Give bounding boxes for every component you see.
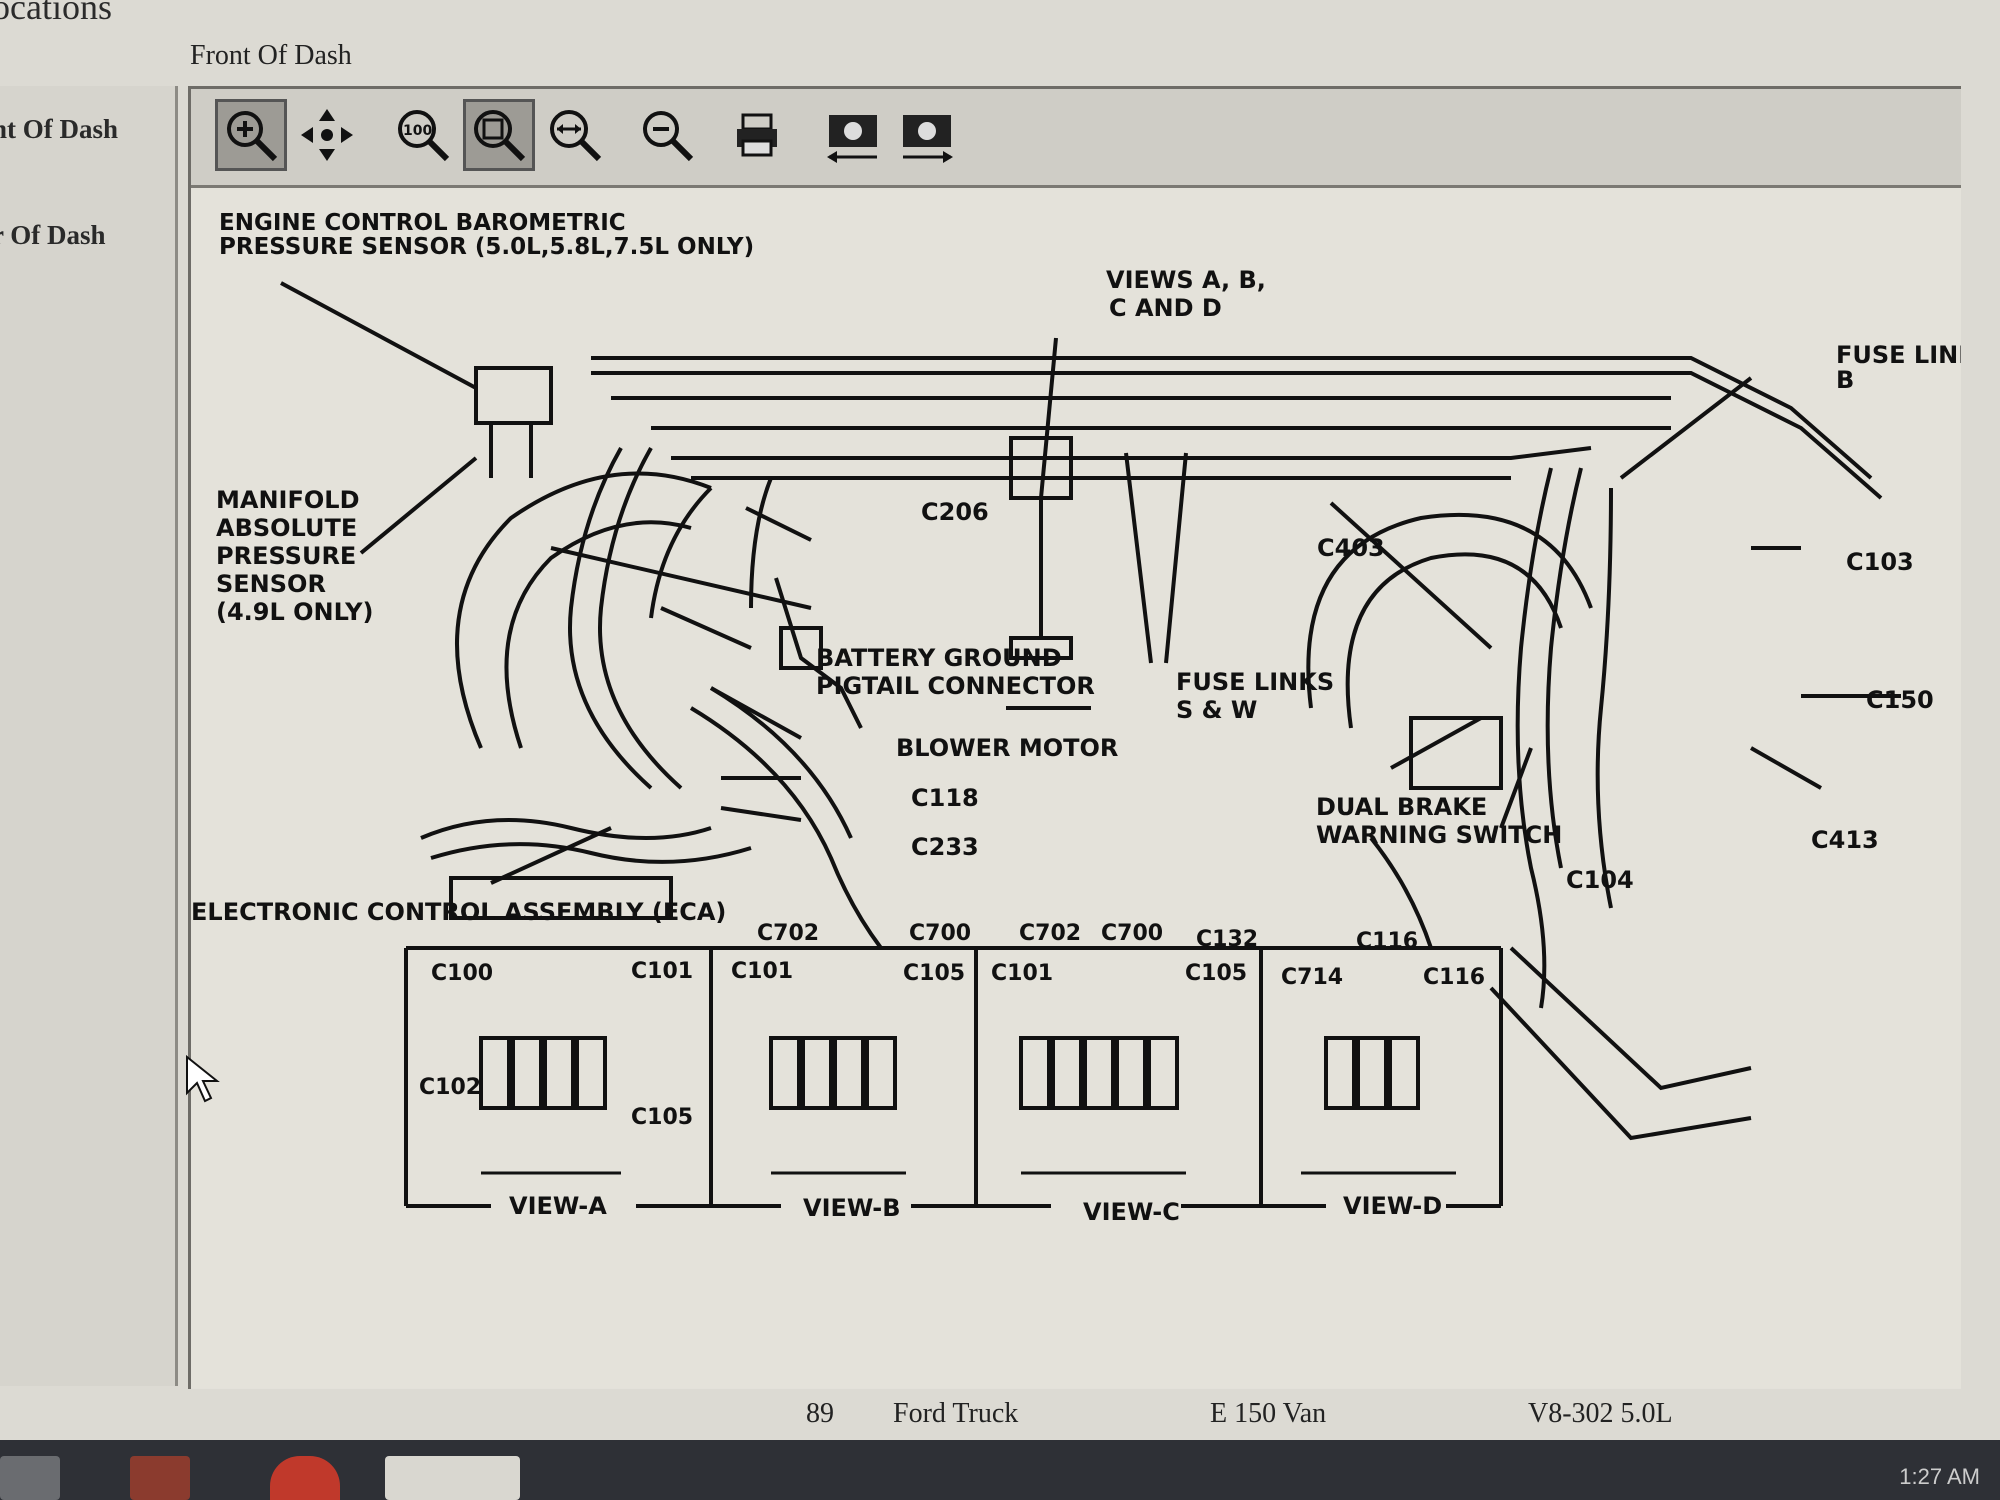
mouse-pointer-icon [186,1055,220,1103]
zoom-fit-icon [474,110,526,162]
label-fuse-links-1: FUSE LINKS [1176,668,1334,696]
zoom-width-button[interactable] [539,99,611,171]
status-make: Ford Truck [893,1398,1019,1429]
view-c-label-c700: C700 [1101,921,1163,946]
view-a-label-c101: C101 [631,959,693,984]
label-c403: C403 [1317,534,1385,562]
label-barometric-line1: ENGINE CONTROL BAROMETRIC [219,210,626,236]
label-views-line1: VIEWS A, B, [1106,266,1266,294]
zoom-in-button[interactable] [215,99,287,171]
view-d-label-c116-top: C116 [1356,929,1418,954]
view-a-title: VIEW-A [509,1192,607,1220]
taskbar-button-2[interactable] [130,1456,190,1500]
previous-image-icon [827,115,877,163]
label-battery-ground-1: BATTERY GROUND [816,644,1062,672]
label-c118: C118 [911,784,979,812]
application-window: ocations Front Of Dash nt Of Dash r Of D… [0,0,2000,1440]
label-map-sensor-1: MANIFOLD [216,486,359,514]
view-b-label-c702: C702 [757,921,819,946]
label-fuse-link-b-line1: FUSE LINK [1836,341,1961,369]
view-b-title: VIEW-B [803,1194,901,1222]
sidebar-item-front-of-dash[interactable]: nt Of Dash [0,114,119,144]
label-map-sensor-4: SENSOR [216,570,326,598]
view-a-label-c102: C102 [419,1075,481,1100]
status-page-number: 89 [806,1398,834,1429]
status-model: E 150 Van [1210,1398,1327,1429]
view-c-label-c105: C105 [1185,961,1247,986]
view-d-label-c116: C116 [1423,965,1485,990]
view-c-label-c101: C101 [991,961,1053,986]
view-b-label-c105: C105 [903,961,965,986]
label-dual-brake-2: WARNING SWITCH [1316,821,1562,849]
pan-button[interactable] [291,99,363,171]
taskbar: 1:27 AM [0,1440,2000,1500]
label-map-sensor-2: ABSOLUTE [216,514,357,542]
previous-image-button[interactable] [817,99,889,171]
label-views-line2: C AND D [1109,294,1222,322]
label-map-sensor-5: (4.9L ONLY) [216,598,374,626]
label-blower-motor: BLOWER MOTOR [896,734,1118,762]
zoom-100-icon: 100 [398,110,450,162]
diagram-canvas: ENGINE CONTROL BAROMETRIC PRESSURE SENSO… [191,210,1978,1226]
print-button[interactable] [723,99,795,171]
view-c-label-c132: C132 [1196,927,1258,952]
view-b-label-c700: C700 [909,921,971,946]
view-d-title: VIEW-D [1343,1192,1442,1220]
zoom-out-button[interactable] [631,99,703,171]
label-c150: C150 [1866,686,1934,714]
app-title: ocations [0,0,112,27]
sidebar: nt Of Dash r Of Dash [0,86,178,1386]
page-heading: Front Of Dash [190,40,352,71]
toolbar: 100 [191,89,1961,188]
zoom-fit-button[interactable] [463,99,535,171]
view-c-label-c702: C702 [1019,921,1081,946]
view-a-label-c105: C105 [631,1105,693,1130]
zoom-width-icon [550,110,602,162]
pan-icon [301,109,353,161]
label-dual-brake-1: DUAL BRAKE [1316,793,1487,821]
label-fuse-links-2: S & W [1176,696,1257,724]
wiring-diagram[interactable]: ENGINE CONTROL BAROMETRIC PRESSURE SENSO… [191,188,1978,1388]
view-d-label-c714: C714 [1281,965,1343,990]
label-c104: C104 [1566,866,1634,894]
next-image-icon [903,115,953,163]
status-bar: 89 Ford Truck E 150 Van V8-302 5.0L [188,1398,1958,1440]
label-battery-ground-2: PIGTAIL CONNECTOR [816,672,1095,700]
zoom-100-button[interactable]: 100 [387,99,459,171]
diagram-viewer: 100 [188,86,1978,1389]
view-a-label-c100: C100 [431,961,493,986]
label-map-sensor-3: PRESSURE [216,542,356,570]
next-image-button[interactable] [891,99,963,171]
taskbar-button-3[interactable] [270,1456,340,1500]
svg-text:100: 100 [403,123,432,139]
sidebar-item-rear-of-dash[interactable]: r Of Dash [0,220,106,250]
view-c-title: VIEW-C [1083,1198,1180,1226]
label-eca: ELECTRONIC CONTROL ASSEMBLY (ECA) [191,898,726,926]
label-c206: C206 [921,498,989,526]
zoom-out-icon [643,111,694,162]
taskbar-button-4[interactable] [385,1456,520,1500]
zoom-in-icon [227,111,278,162]
status-engine: V8-302 5.0L [1528,1398,1673,1429]
label-c233: C233 [911,833,979,861]
taskbar-button-1[interactable] [0,1456,60,1500]
label-c103: C103 [1846,548,1914,576]
label-barometric-line2: PRESSURE SENSOR (5.0L,5.8L,7.5L ONLY) [219,234,754,260]
label-c413: C413 [1811,826,1879,854]
view-b-label-c101: C101 [731,959,793,984]
taskbar-clock: 1:27 AM [1899,1464,1980,1489]
label-fuse-link-b-line2: B [1836,366,1854,394]
print-icon [737,113,777,157]
